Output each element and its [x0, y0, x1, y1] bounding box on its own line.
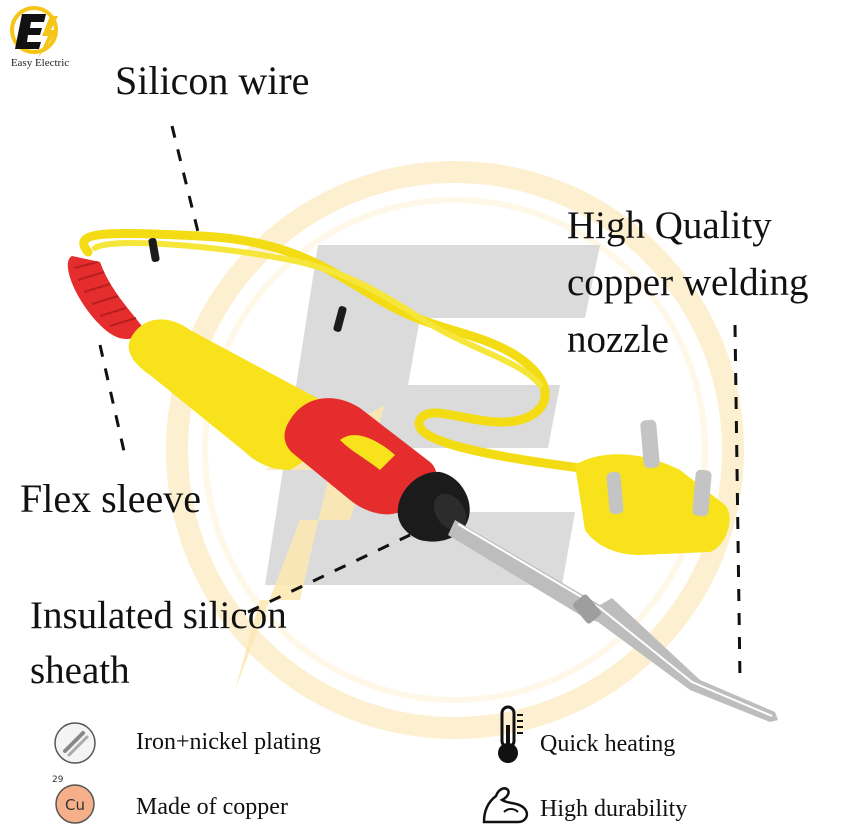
- callout-copper-nozzle: High Quality copper welding nozzle: [567, 204, 809, 361]
- feature-high-durability: High durability: [540, 796, 688, 822]
- feature-quick-heating: Quick heating: [540, 731, 676, 757]
- feature-made-of-copper: Made of copper: [136, 794, 288, 820]
- copper-atomic-number: 29: [52, 775, 64, 785]
- callout-silicon-wire: Silicon wire: [115, 58, 310, 103]
- callout-flex-sleeve: Flex sleeve: [20, 476, 202, 521]
- iron-nickel-plating-icon: [54, 722, 96, 764]
- copper-element-icon: Cu 29: [52, 775, 95, 824]
- copper-nozzle: [448, 520, 778, 722]
- flexed-arm-icon: [482, 787, 529, 824]
- brand-name: Easy Electric: [10, 57, 70, 69]
- feature-iron-nickel-plating: Iron+nickel plating: [136, 729, 321, 755]
- flex-sleeve: [67, 256, 145, 340]
- silicon-wire: [79, 229, 585, 473]
- thermometer-icon: [498, 705, 523, 763]
- callout-insulated-sheath: Insulated silicon sheath: [30, 594, 287, 692]
- easy-electric-logo: [10, 6, 58, 58]
- copper-symbol: Cu: [65, 796, 85, 814]
